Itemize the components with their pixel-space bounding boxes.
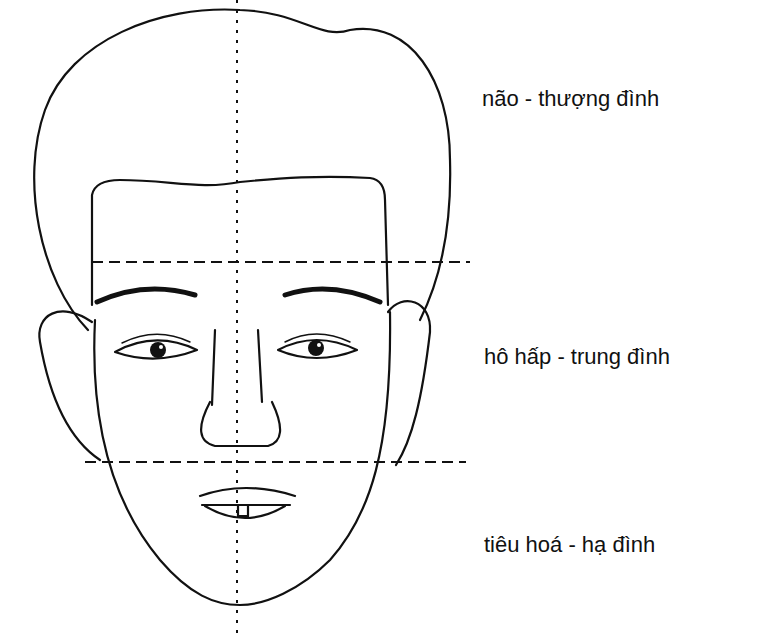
right-ear <box>388 301 430 465</box>
midline <box>236 0 238 635</box>
eye-highlight <box>317 343 321 347</box>
region-label: não - thượng đình <box>480 86 661 112</box>
left-pupil <box>150 342 166 358</box>
jaw-outline <box>94 312 390 605</box>
mouth <box>200 488 295 518</box>
right-eye <box>278 340 357 358</box>
division-line <box>92 261 470 263</box>
region-text: hô hấp - trung đình <box>484 344 670 369</box>
region-label: hô hấp - trung đình <box>482 344 672 370</box>
eye-highlight <box>159 345 163 349</box>
right-eyebrow <box>285 289 380 302</box>
left-ear <box>39 311 100 460</box>
hairline <box>92 177 388 305</box>
left-eye <box>115 340 197 358</box>
division-line <box>85 461 466 463</box>
left-eye-lid <box>122 334 190 343</box>
left-eyebrow <box>97 289 195 302</box>
nose <box>201 330 280 446</box>
region-text: não - thượng đình <box>482 86 659 111</box>
region-text: tiêu hoá - hạ đình <box>484 532 655 557</box>
hair-outline <box>34 10 450 330</box>
region-label: tiêu hoá - hạ đình <box>482 532 657 558</box>
right-pupil <box>308 340 324 356</box>
